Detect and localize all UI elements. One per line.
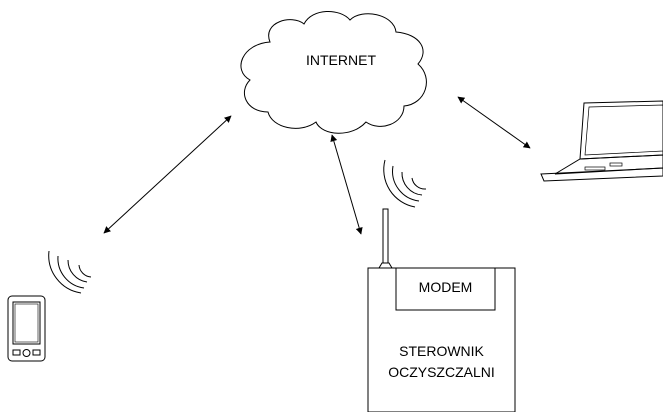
link-phone-internet — [103, 115, 232, 234]
cloud-label: INTERNET — [306, 52, 376, 68]
modem-label: MODEM — [419, 279, 473, 295]
controller-label-line2: OCZYSZCZALNI — [388, 364, 495, 380]
internet-cloud: INTERNET — [240, 11, 427, 134]
laptop-icon — [540, 100, 663, 182]
antenna-icon — [378, 208, 393, 269]
wireless-signal-icon — [383, 159, 427, 208]
modem-box — [395, 267, 496, 311]
controller-unit: MODEM STEROWNIK OCZYSZCZALNI — [367, 208, 516, 412]
mobile-phone-icon — [7, 295, 46, 362]
controller-label-line1: STEROWNIK — [399, 343, 484, 359]
cloud-icon — [240, 11, 427, 134]
wireless-signal-icon — [48, 250, 92, 294]
link-internet-laptop — [457, 96, 531, 149]
link-internet-controller — [330, 134, 363, 235]
